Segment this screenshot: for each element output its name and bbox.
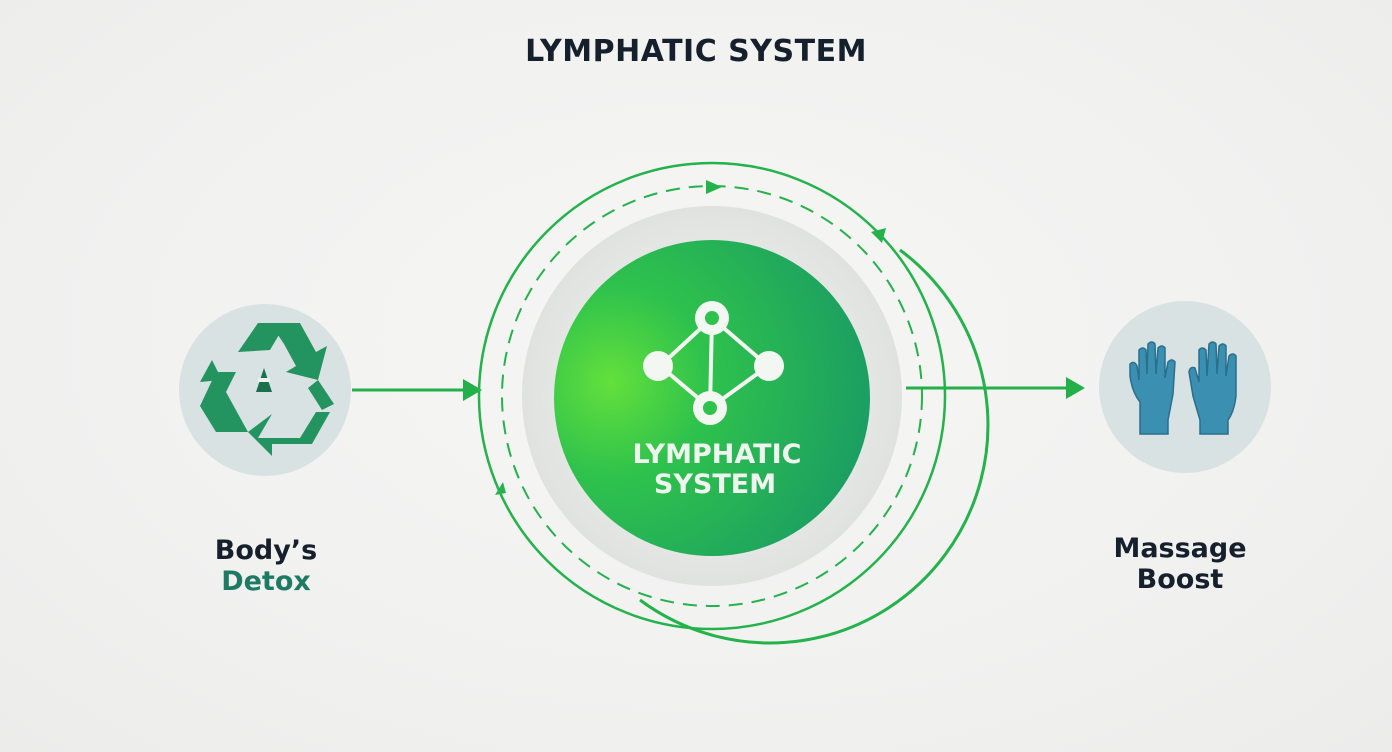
right-node-label: Massage Boost bbox=[1080, 533, 1280, 595]
left-node-label-line2: Detox bbox=[221, 566, 311, 597]
center-label-line1: LYMPHATIC bbox=[633, 439, 802, 470]
ring-arrow-right bbox=[871, 228, 886, 243]
flow-arc bbox=[639, 248, 990, 645]
ring-arrow-left bbox=[495, 482, 506, 495]
center-node: LYMPHATIC SYSTEM bbox=[477, 161, 990, 645]
right-node-label-line1: Massage bbox=[1113, 533, 1247, 564]
left-node bbox=[179, 304, 351, 476]
hands-icon bbox=[1129, 341, 1237, 435]
recycle-icon bbox=[200, 323, 334, 456]
center-label-line2: SYSTEM bbox=[654, 469, 776, 500]
right-node-label-line2: Boost bbox=[1136, 564, 1224, 595]
center-to-right-arrow bbox=[906, 377, 1085, 399]
left-node-label-line1: Body’s bbox=[214, 535, 318, 566]
diagram-title: LYMPHATIC SYSTEM bbox=[525, 34, 867, 69]
right-node-circle bbox=[1099, 301, 1271, 473]
right-node bbox=[1099, 301, 1271, 473]
left-node-label: Body’s Detox bbox=[166, 535, 366, 597]
outer-ring bbox=[477, 161, 947, 631]
ring-arrow-top bbox=[706, 180, 722, 194]
left-to-center-arrow bbox=[352, 379, 482, 401]
network-nodes-icon bbox=[643, 301, 784, 425]
